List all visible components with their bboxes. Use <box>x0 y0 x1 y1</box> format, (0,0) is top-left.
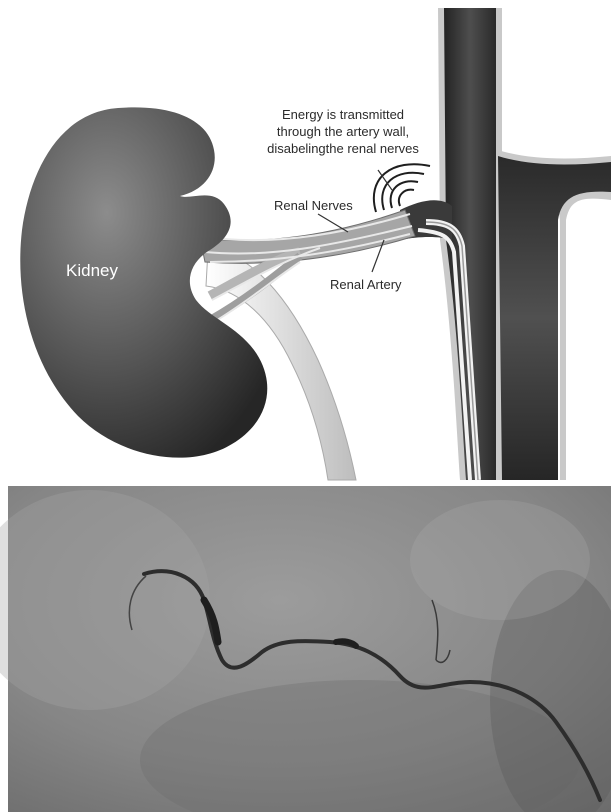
renal-artery-label: Renal Artery <box>330 276 402 293</box>
energy-caption-line-2: through the artery wall, <box>228 123 458 140</box>
renal-nerves-label: Renal Nerves <box>274 197 353 214</box>
energy-caption-line-1: Energy is transmitted <box>228 106 458 123</box>
energy-caption-line-3: disabelingthe renal nerves <box>228 140 458 157</box>
angiogram-panel <box>0 486 611 812</box>
kidney-label: Kidney <box>66 262 118 279</box>
illustration-panel <box>20 8 611 480</box>
energy-caption: Energy is transmitted through the artery… <box>228 106 458 157</box>
aorta <box>400 8 611 480</box>
